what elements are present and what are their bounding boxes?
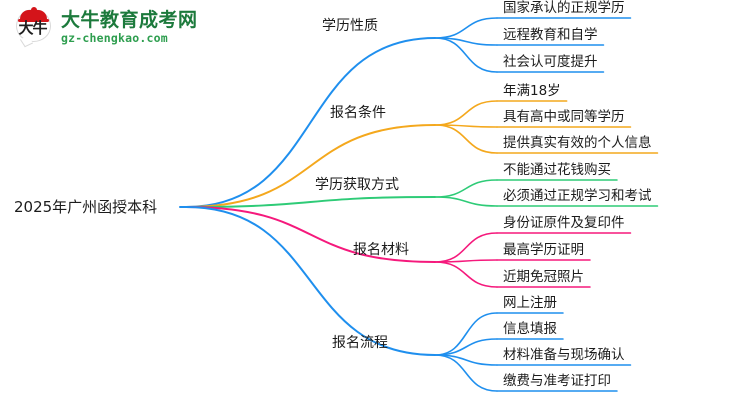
branch-connector-2 (185, 196, 436, 208)
leaf-connector-3-0 (434, 232, 498, 263)
mindmap-leaf-label: 提供真实有效的个人信息 (503, 135, 652, 151)
mindmap-leaf-label: 具有高中或同等学历 (503, 109, 625, 125)
mindmap-leaf-label: 缴费与准考证打印 (503, 373, 611, 389)
mindmap-leaf-label: 国家承认的正规学历 (503, 0, 625, 16)
leaf-connector-4-1 (434, 338, 498, 356)
mindmap-leaf-label: 社会认可度提升 (503, 54, 598, 70)
logo-url: gz-chengkao.com (61, 31, 168, 45)
leaf-connector-2-0 (434, 179, 498, 198)
leaf-connector-0-0 (434, 17, 498, 39)
logo-cap-knob (31, 7, 37, 13)
mindmap-leaf-label: 不能通过花钱购买 (503, 162, 611, 178)
mindmap-leaf-label: 近期免冠照片 (503, 269, 584, 285)
mindmap-branch-label: 报名条件 (330, 105, 386, 121)
branch-connector-3 (185, 206, 436, 263)
leaf-connector-1-2 (434, 124, 498, 154)
logo-title: 大牛教育成考网 (61, 9, 198, 31)
leaf-connector-4-0 (434, 312, 498, 356)
branch-connector-0 (185, 37, 436, 208)
mindmap-branch-label: 学历性质 (322, 18, 378, 34)
leaf-connector-1-0 (434, 100, 498, 126)
mindmap-leaf-label: 最高学历证明 (503, 242, 584, 258)
mindmap-leaf-label: 网上注册 (503, 295, 557, 311)
mindmap-leaf-label: 远程教育和自学 (503, 27, 598, 43)
logo-graduation-cap-icon (20, 10, 47, 21)
leaf-connector-2-1 (434, 196, 498, 207)
mindmap-branch-label: 学历获取方式 (315, 177, 399, 193)
site-logo-header: 大牛 大牛教育成考网 gz-chengkao.com (14, 6, 198, 48)
mindmap-leaf-label: 必须通过正规学习和考试 (503, 188, 652, 204)
branch-connector-4 (185, 206, 436, 356)
logo-mark-text: 大牛 (18, 19, 47, 37)
mindmap-leaf-label: 材料准备与现场确认 (503, 347, 625, 363)
logo-cap-brim (18, 19, 49, 22)
branch-connector-1 (185, 124, 436, 208)
leaf-connector-0-2 (434, 37, 498, 73)
logo-text-block: 大牛教育成考网 gz-chengkao.com (61, 9, 198, 45)
leaf-connector-3-2 (434, 261, 498, 288)
mindmap-root-label: 2025年广州函授本科 (14, 198, 158, 216)
mindmap-leaf-label: 年满18岁 (503, 83, 561, 99)
daniu-logo-icon: 大牛 (14, 6, 54, 48)
mindmap-branch-label: 报名材料 (353, 242, 409, 258)
leaf-connector-4-3 (434, 354, 498, 392)
mindmap-branch-label: 报名流程 (332, 335, 388, 351)
mindmap-leaf-label: 信息填报 (503, 321, 557, 337)
mindmap-leaf-label: 身份证原件及复印件 (503, 215, 625, 231)
